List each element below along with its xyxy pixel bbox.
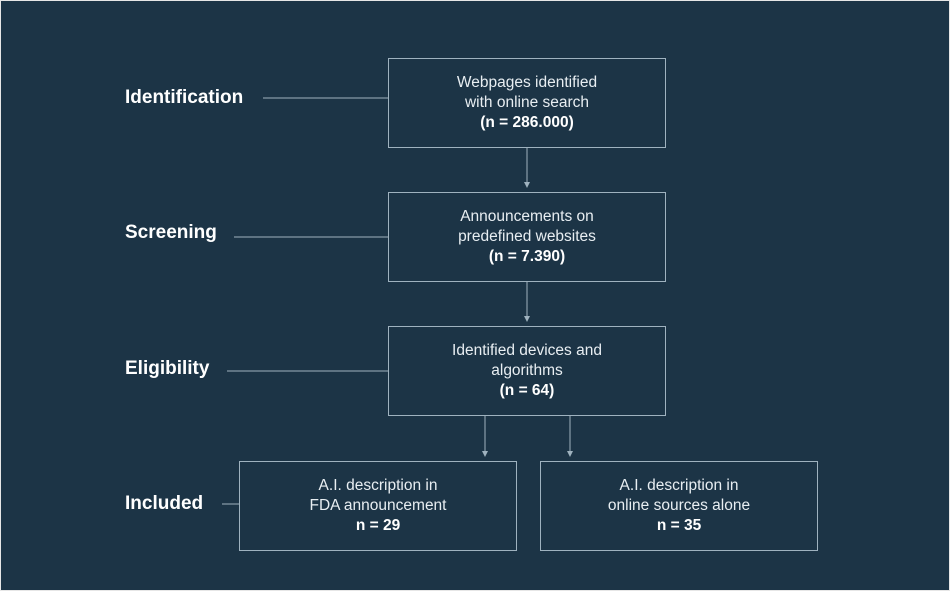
box-included-online-line2: online sources alone [607,497,751,514]
box-screened: Announcements on predefined websites (n … [388,192,666,282]
box-included-fda-line1: A.I. description in [318,477,438,494]
box-included-fda: A.I. description in FDA announcement n =… [239,461,517,551]
box-included-fda-line2: FDA announcement [309,497,447,514]
box-screened-count: (n = 7.390) [488,248,566,265]
box-eligible: Identified devices and algorithms (n = 6… [388,326,666,416]
stage-identification: Identification [125,87,244,108]
box-included-online-count: n = 35 [656,517,702,534]
box-included-online-line1: A.I. description in [619,477,739,494]
box-identified-count: (n = 286.000) [480,114,574,131]
box-screened-line1: Announcements on [460,208,594,225]
stage-eligibility: Eligibility [125,358,210,379]
box-included-online: A.I. description in online sources alone… [540,461,818,551]
box-identified-line2: with online search [464,94,590,111]
stage-included: Included [125,493,204,514]
box-identified-line1: Webpages identified [456,74,598,91]
box-eligible-line2: algorithms [491,362,563,379]
box-identified: Webpages identified with online search (… [388,58,666,148]
box-screened-line2: predefined websites [458,228,596,245]
box-included-fda-count: n = 29 [355,517,401,534]
box-eligible-line1: Identified devices and [452,342,602,359]
box-eligible-count: (n = 64) [499,382,555,399]
stage-screening: Screening [125,222,217,243]
